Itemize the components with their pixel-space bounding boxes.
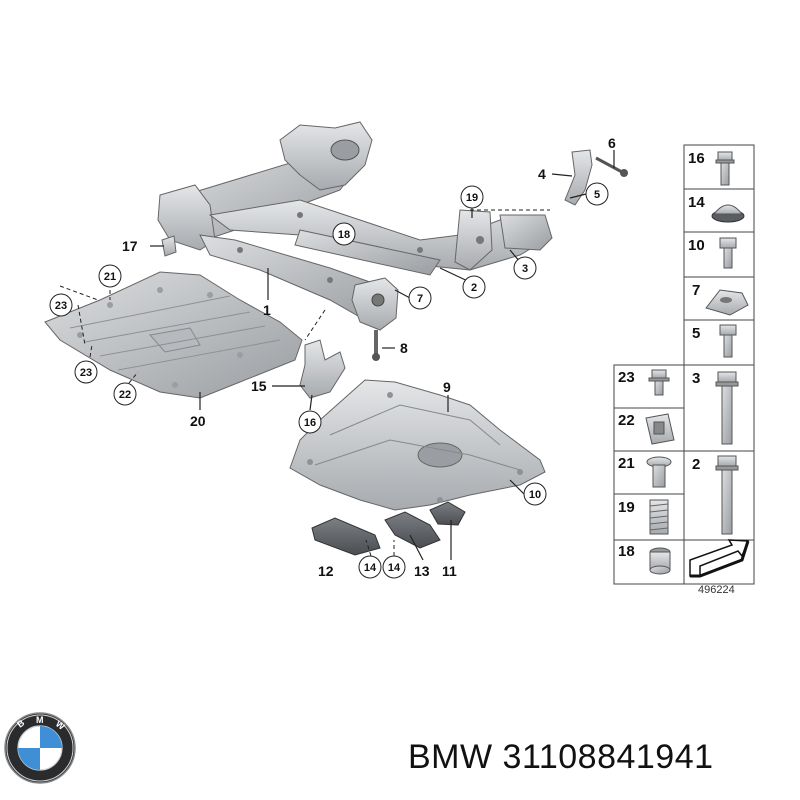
expanding-rivet-icon [646,456,672,488]
callout-16: 16 [298,410,322,434]
skid-plate-9 [289,379,546,511]
svg-text:23: 23 [55,300,67,312]
cover-13 [384,511,441,549]
legend-label-5: 5 [692,325,700,342]
callout-22: 22 [113,382,137,406]
callout-10: 10 [523,482,547,506]
legend-label-18: 18 [618,543,635,560]
svg-text:10: 10 [529,489,541,501]
bolt-flange-icon [715,151,735,186]
part-caption: BMW 31108841941 [408,738,714,777]
svg-text:19: 19 [466,192,478,204]
flange-screw-icon [648,369,670,396]
bracket-17 [161,235,177,257]
underbody-panel-20 [44,271,303,399]
callout-6: 6 [608,135,616,151]
hex-bolt-icon [719,237,737,269]
callout-9: 9 [443,379,451,395]
callout-14a: 14 [358,555,382,579]
brand-name: BMW [408,738,493,776]
legend-label-3: 3 [692,370,700,387]
bushing-sleeve-icon [649,547,671,575]
svg-text:18: 18 [338,229,350,241]
svg-text:M: M [36,715,44,725]
callout-5: 5 [585,182,609,206]
drawing-number: 496224 [698,584,735,596]
legend-label-14: 14 [688,194,705,211]
bracket-15 [299,339,346,399]
callout-18: 18 [332,222,356,246]
callout-17: 17 [122,238,138,254]
svg-text:14: 14 [364,562,377,574]
svg-text:23: 23 [80,367,92,379]
cover-12 [311,517,381,556]
legend-cell-10 [683,231,755,278]
legend-label-23: 23 [618,369,635,386]
svg-text:22: 22 [119,389,131,401]
legend-label-22: 22 [618,412,635,429]
mount-bracket-icon [705,289,749,316]
callout-12: 12 [318,563,334,579]
legend-cell-23 [613,364,685,409]
legend-label-2: 2 [692,456,700,473]
callout-8: 8 [400,340,408,356]
rubber-plug-icon [711,204,745,223]
callout-13: 13 [414,563,430,579]
bmw-logo: B M W [4,712,76,784]
callout-23b: 23 [74,360,98,384]
fastener-legend: 16 14 10 7 5 3 2 23 22 21 19 18 [613,144,755,585]
spring-sleeve-icon [649,499,669,535]
callout-15: 15 [251,378,267,394]
callout-21: 21 [98,264,122,288]
legend-label-19: 19 [618,499,635,516]
svg-text:3: 3 [522,263,528,275]
long-bolt-icon [715,455,739,535]
clip-nut-icon [645,413,675,445]
callout-19: 19 [460,185,484,209]
svg-text:14: 14 [388,562,401,574]
svg-text:2: 2 [471,282,477,294]
callout-23a: 23 [49,293,73,317]
part-number: 31108841941 [502,738,714,776]
callout-7: 7 [408,286,432,310]
front-subframe [157,121,553,331]
callout-3: 3 [513,256,537,280]
callout-1: 1 [263,302,271,318]
long-bolt-icon [715,371,739,445]
cover-11 [429,501,466,526]
svg-text:5: 5 [594,189,600,201]
callouts: 1 2 3 4 5 6 7 8 9 10 11 12 13 14 14 15 1… [49,135,616,579]
bolt-8 [372,330,380,361]
svg-text:B: B [15,717,27,729]
legend-label-16: 16 [688,150,705,167]
legend-cell-19 [613,493,685,541]
legend-cell-18 [613,539,685,585]
callout-11: 11 [442,563,457,579]
svg-text:16: 16 [304,417,316,429]
svg-text:7: 7 [417,293,423,305]
bracket-4 [564,149,628,206]
legend-cell-21 [613,450,685,495]
hex-bolt-icon [719,324,737,358]
legend-label-7: 7 [692,282,700,299]
legend-label-10: 10 [688,237,705,254]
legend-cell-5 [683,319,755,366]
callout-20: 20 [190,413,206,429]
callout-2: 2 [462,275,486,299]
callout-4: 4 [538,166,546,182]
callout-14b: 14 [382,555,406,579]
direction-arrow-icon [689,539,750,578]
svg-text:21: 21 [104,271,116,283]
legend-label-21: 21 [618,455,635,472]
